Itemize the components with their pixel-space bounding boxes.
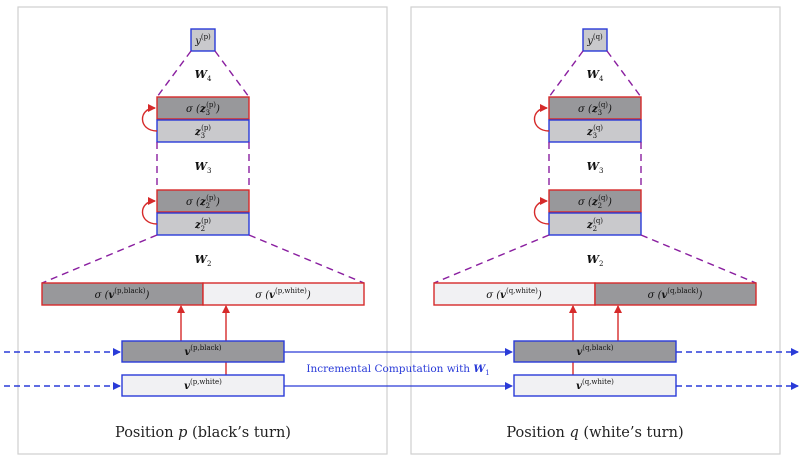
w3-connection: [548, 142, 642, 190]
output-node: [190, 28, 216, 52]
w2-connection: [433, 234, 757, 284]
feature-activation-left-label: σ (v(q,white)): [486, 287, 542, 301]
accumulator-top-label: v(p,black): [184, 344, 221, 358]
w2-label: W2: [195, 253, 212, 268]
feature-activation-right-label: σ (v(p,white)): [255, 287, 311, 301]
output-label: y(p): [194, 33, 211, 47]
activation-2-node: [548, 189, 642, 213]
w2-connection: [41, 234, 365, 284]
incremental-computation-label: Incremental Computation with W1: [306, 363, 489, 377]
activation-2-label: σ (z2(q)): [578, 194, 612, 210]
activation-2-label: σ (z2(p)): [186, 194, 220, 210]
z2-label: z2(p): [194, 217, 211, 233]
accumulator-top-label: v(q,black): [576, 344, 613, 358]
activation-2-loop-arrow: [141, 197, 158, 225]
panel-position-q: y(q) W4 σ (z3(q)) z3(q) W3 σ (z2(q)) z2(…: [410, 6, 781, 455]
activation-3-label: σ (z3(q)): [578, 101, 612, 117]
caption-position-p: Position p (black’s turn): [115, 425, 291, 441]
z3-label: z3(q): [586, 124, 603, 140]
w2-label: W2: [587, 253, 604, 268]
feature-activation-right-label: σ (v(q,black)): [648, 287, 703, 301]
feature-activation-right: [594, 282, 757, 306]
activation-3-node: [156, 96, 250, 120]
activation-3-node: [548, 96, 642, 120]
z2-label: z2(q): [586, 217, 603, 233]
output-node: [582, 28, 608, 52]
feature-activation-left-label: σ (v(p,black)): [95, 287, 150, 301]
activation-3-label: σ (z3(p)): [186, 101, 220, 117]
accumulator-bottom-label: v(q,white): [576, 378, 614, 392]
caption-position-q: Position q (white’s turn): [506, 425, 683, 441]
w4-label: W4: [587, 68, 604, 83]
activation-3-loop-arrow: [141, 104, 158, 132]
activation-2-node: [156, 189, 250, 213]
activation-3-loop-arrow: [533, 104, 550, 132]
z3-label: z3(p): [194, 124, 211, 140]
activation-2-loop-arrow: [533, 197, 550, 225]
w4-label: W4: [195, 68, 212, 83]
w3-connection: [156, 142, 250, 190]
incremental-connections: Incremental Computation with W1: [4, 348, 799, 390]
w4-connection: [156, 50, 250, 98]
w4-connection: [548, 50, 642, 98]
accumulator-bottom-label: v(p,white): [184, 378, 222, 392]
panel-position-p: y(p) W4 σ (z3(p)) z3(p) W3 σ (z2(p)) z2(…: [17, 6, 388, 455]
w3-label: W3: [587, 160, 604, 175]
w3-label: W3: [195, 160, 212, 175]
output-label: y(q): [586, 33, 603, 47]
feature-activation-right: [202, 282, 365, 306]
